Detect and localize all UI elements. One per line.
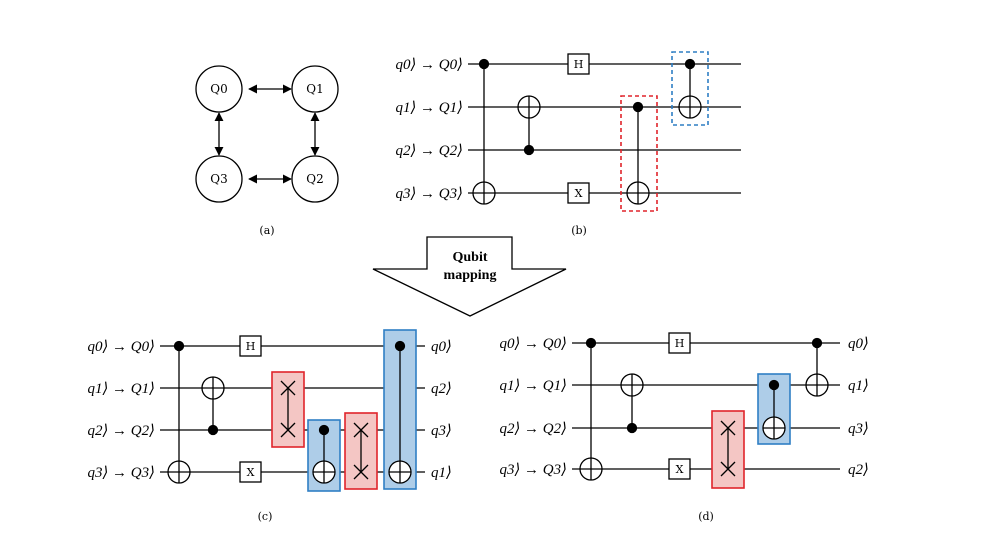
output-label-c-0: q0⟩ — [431, 339, 452, 355]
control-dot — [684, 58, 696, 70]
swap-x-icon — [720, 420, 736, 436]
qubit-mapping-arrow-icon — [372, 236, 567, 317]
swap-x-icon — [720, 461, 736, 477]
output-label-c-2: q3⟩ — [431, 423, 452, 439]
x-gate-label: X — [247, 466, 255, 479]
swap-x-icon — [353, 464, 369, 480]
control-dot — [318, 424, 330, 436]
input-label-c-1: q1⟩ → Q1⟩ — [87, 381, 155, 397]
input-label-c-0: q0⟩ → Q0⟩ — [87, 339, 155, 355]
circuit-d — [572, 332, 840, 489]
input-label-b-0: q0⟩ → Q0⟩ — [395, 57, 463, 73]
node-q1 — [291, 65, 339, 113]
control-dot — [585, 337, 597, 349]
caption-a: (a) — [259, 224, 274, 237]
arrow-label-line2: mapping — [444, 268, 497, 283]
input-label-d-1: q1⟩ → Q1⟩ — [499, 378, 567, 394]
input-label-b-3: q3⟩ → Q3⟩ — [395, 186, 463, 202]
h-gate-box — [567, 53, 590, 75]
input-label-b-2: q2⟩ → Q2⟩ — [395, 143, 463, 159]
caption-c: (c) — [258, 510, 273, 523]
x-gate-box — [567, 182, 590, 204]
input-label-c-3: q3⟩ → Q3⟩ — [87, 465, 155, 481]
control-dot — [207, 424, 219, 436]
swap-x-icon — [280, 422, 296, 438]
control-dot — [632, 101, 644, 113]
violating-cnot-highlight — [620, 95, 658, 212]
control-dot — [523, 144, 535, 156]
control-dot — [478, 58, 490, 70]
control-dot — [173, 340, 185, 352]
control-dot — [768, 379, 780, 391]
input-label-d-3: q3⟩ → Q3⟩ — [499, 462, 567, 478]
circuit-c — [160, 329, 425, 492]
coupling-graph — [195, 65, 339, 203]
node-q2 — [291, 155, 339, 203]
swap-x-icon — [280, 380, 296, 396]
node-q0-label: Q0 — [210, 82, 227, 96]
h-gate-label: H — [675, 337, 685, 350]
control-dot — [626, 422, 638, 434]
node-q0 — [195, 65, 243, 113]
node-q1-label: Q1 — [306, 82, 323, 96]
control-dot — [394, 340, 406, 352]
h-gate-box — [239, 335, 262, 357]
h-gate-box — [668, 332, 691, 354]
x-gate-label: X — [575, 187, 583, 200]
input-label-b-1: q1⟩ → Q1⟩ — [395, 100, 463, 116]
input-label-c-2: q2⟩ → Q2⟩ — [87, 423, 155, 439]
h-gate-label: H — [574, 58, 584, 71]
output-label-c-3: q1⟩ — [431, 465, 452, 481]
control-dot — [811, 337, 823, 349]
x-gate-box — [239, 461, 262, 483]
node-q2-label: Q2 — [306, 172, 323, 186]
h-gate-label: H — [246, 340, 256, 353]
node-q3-label: Q3 — [210, 172, 227, 186]
circuit-b — [468, 51, 741, 212]
x-gate-box — [668, 458, 691, 480]
executable-cnot-highlight — [671, 51, 709, 126]
output-label-d-0: q0⟩ — [848, 336, 869, 352]
output-label-c-1: q2⟩ — [431, 381, 452, 397]
output-label-d-2: q3⟩ — [848, 421, 869, 437]
input-label-d-0: q0⟩ → Q0⟩ — [499, 336, 567, 352]
x-gate-label: X — [676, 463, 684, 476]
arrow-label-line1: Qubit — [452, 250, 487, 265]
caption-d: (d) — [698, 510, 714, 523]
output-label-d-1: q1⟩ — [848, 378, 869, 394]
node-q3 — [195, 155, 243, 203]
swap-x-icon — [353, 422, 369, 438]
input-label-d-2: q2⟩ → Q2⟩ — [499, 421, 567, 437]
caption-b: (b) — [571, 224, 587, 237]
output-label-d-3: q2⟩ — [848, 462, 869, 478]
